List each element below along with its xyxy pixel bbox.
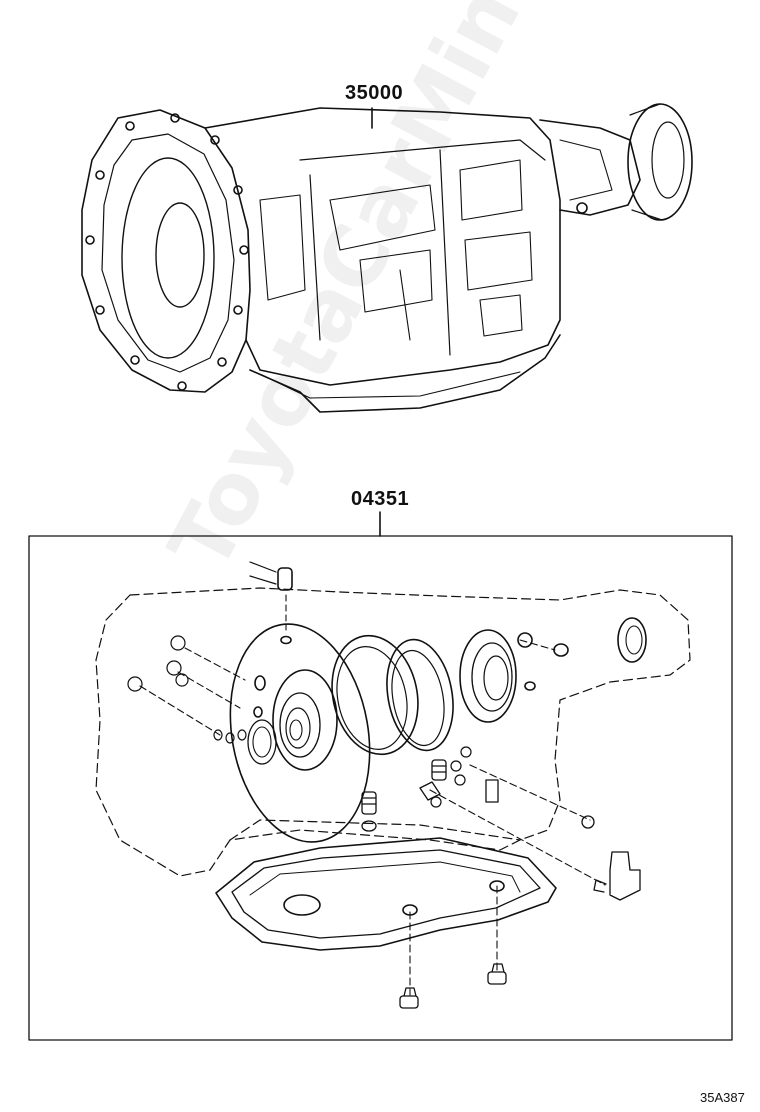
assembly-part-number: 35000 (345, 82, 404, 104)
transmission-assembly (81, 103, 693, 413)
bracket (581, 815, 641, 901)
pump-seal-rings (272, 669, 338, 771)
plugs-left (127, 635, 189, 692)
sensor-plug (249, 561, 293, 645)
o-rings-left (213, 729, 247, 744)
extension-housing (539, 119, 641, 216)
rear-seal-assembly (459, 629, 569, 723)
piston-seal-rings (331, 634, 454, 756)
drain-plugs (399, 963, 507, 1009)
case-outline-dashed (95, 587, 691, 877)
gasket-kit-part-number: 04351 (351, 488, 410, 510)
valve-o-rings (430, 746, 472, 808)
kit-frame (28, 535, 733, 1041)
output-seal (617, 617, 647, 663)
pump-gasket-disc (229, 623, 371, 843)
diagram-code: 35A387 (700, 1090, 745, 1105)
output-flange (627, 103, 693, 221)
plug-leaders (139, 639, 606, 996)
oil-pan-gasket (215, 837, 557, 951)
bell-housing (81, 109, 251, 393)
oil-pan (249, 334, 561, 413)
fittings (361, 759, 499, 832)
drain-gasket (283, 894, 321, 916)
main-case (204, 107, 561, 386)
